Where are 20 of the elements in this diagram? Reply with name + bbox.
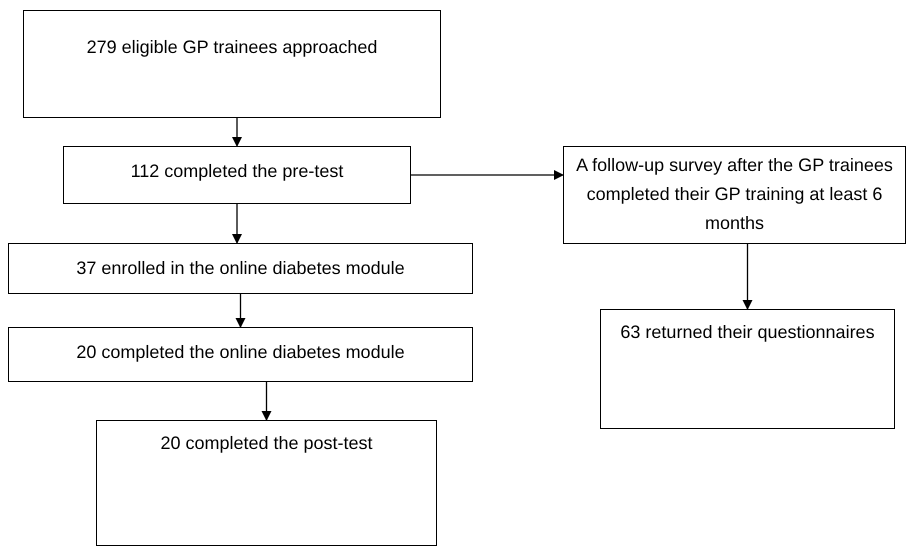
process-box — [96, 420, 437, 546]
arrow — [236, 294, 246, 328]
arrow — [262, 382, 272, 421]
process-box — [8, 243, 473, 294]
box-text: A follow-up survey after the GP trainees completed their GP training at least 6 months — [575, 154, 894, 235]
process-box — [63, 146, 411, 204]
arrow — [232, 204, 242, 244]
process-box — [23, 10, 441, 118]
arrow — [232, 118, 242, 147]
box-text: 20 completed the post-test — [160, 432, 373, 455]
box-text: 20 completed the online diabetes module — [76, 341, 405, 364]
arrow — [411, 170, 564, 180]
process-box — [8, 327, 473, 382]
arrow — [742, 244, 752, 310]
box-text: 37 enrolled in the online diabetes module — [76, 257, 405, 280]
box-text: 112 completed the pre-test — [130, 160, 344, 183]
box-text: 63 returned their questionnaires — [620, 321, 875, 344]
box-text: 279 eligible GP trainees approached — [86, 36, 378, 59]
process-box — [563, 146, 906, 244]
process-box — [600, 309, 895, 429]
